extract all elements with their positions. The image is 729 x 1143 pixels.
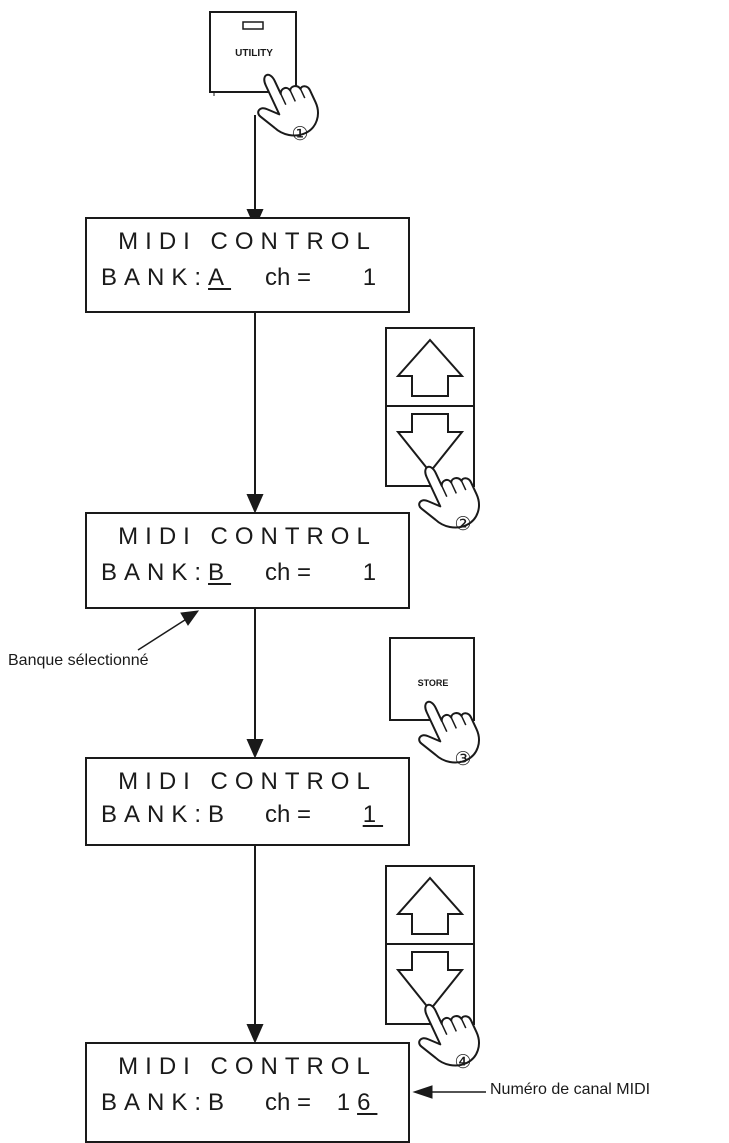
channel-readout: ch = 1 — [265, 260, 383, 296]
utility-key-label: UTILITY — [212, 48, 296, 59]
channel-label: ch = — [265, 801, 311, 828]
bank-value: B — [208, 1089, 231, 1116]
lcd-line-1: MIDI CONTROL — [87, 519, 408, 555]
lcd-line-2: BANK:A — [101, 260, 231, 296]
channel-label: ch = — [265, 1089, 311, 1116]
bank-prefix: BANK: — [101, 1089, 208, 1116]
store-key-label: STORE — [392, 678, 474, 688]
channel-value-cursor: 1 — [363, 801, 383, 828]
lcd-display-4: MIDI CONTROL BANK:B ch = 16 — [85, 1042, 410, 1143]
midi-channel-pointer — [414, 1086, 486, 1098]
step-4-label: ④ — [454, 1051, 471, 1073]
midi-channel-caption: Numéro de canal MIDI — [490, 1081, 650, 1099]
lcd-display-1: MIDI CONTROL BANK:A ch = 1 — [85, 217, 410, 313]
bank-prefix: BANK: — [101, 801, 208, 828]
channel-value: 1 — [363, 559, 383, 586]
lcd-display-3: MIDI CONTROL BANK:B ch = 1 — [85, 757, 410, 846]
lcd-line-2: BANK:B — [101, 555, 231, 591]
channel-readout: ch = 1 — [265, 555, 383, 591]
bank-value: B — [208, 801, 231, 828]
bank-value-cursor: B — [208, 559, 231, 586]
up-down-keys-2[interactable] — [386, 866, 474, 1024]
step-2-label: ② — [454, 513, 471, 535]
bank-prefix: BANK: — [101, 559, 208, 586]
lcd-display-2: MIDI CONTROL BANK:B ch = 1 — [85, 512, 410, 609]
channel-value-cursor: 6 — [357, 1089, 377, 1116]
bank-selected-caption: Banque sélectionné — [8, 652, 149, 670]
channel-readout: ch = 16 — [265, 1085, 377, 1121]
bank-selected-pointer — [138, 611, 198, 650]
lcd-line-1: MIDI CONTROL — [87, 764, 408, 800]
step-3-label: ③ — [454, 748, 471, 770]
channel-readout: ch = 1 — [265, 797, 383, 833]
led-indicator-icon — [243, 22, 263, 29]
channel-value-tens: 1 — [337, 1089, 357, 1116]
channel-value: 1 — [363, 264, 383, 291]
channel-label: ch = — [265, 264, 311, 291]
lcd-line-2: BANK:B — [101, 797, 231, 833]
bank-prefix: BANK: — [101, 264, 208, 291]
up-down-keys-1[interactable] — [386, 328, 474, 486]
channel-label: ch = — [265, 559, 311, 586]
bank-value-cursor: A — [208, 264, 231, 291]
lcd-line-1: MIDI CONTROL — [87, 224, 408, 260]
step-1-label: ① — [291, 123, 308, 145]
lcd-line-2: BANK:B — [101, 1085, 231, 1121]
lcd-line-1: MIDI CONTROL — [87, 1049, 408, 1085]
